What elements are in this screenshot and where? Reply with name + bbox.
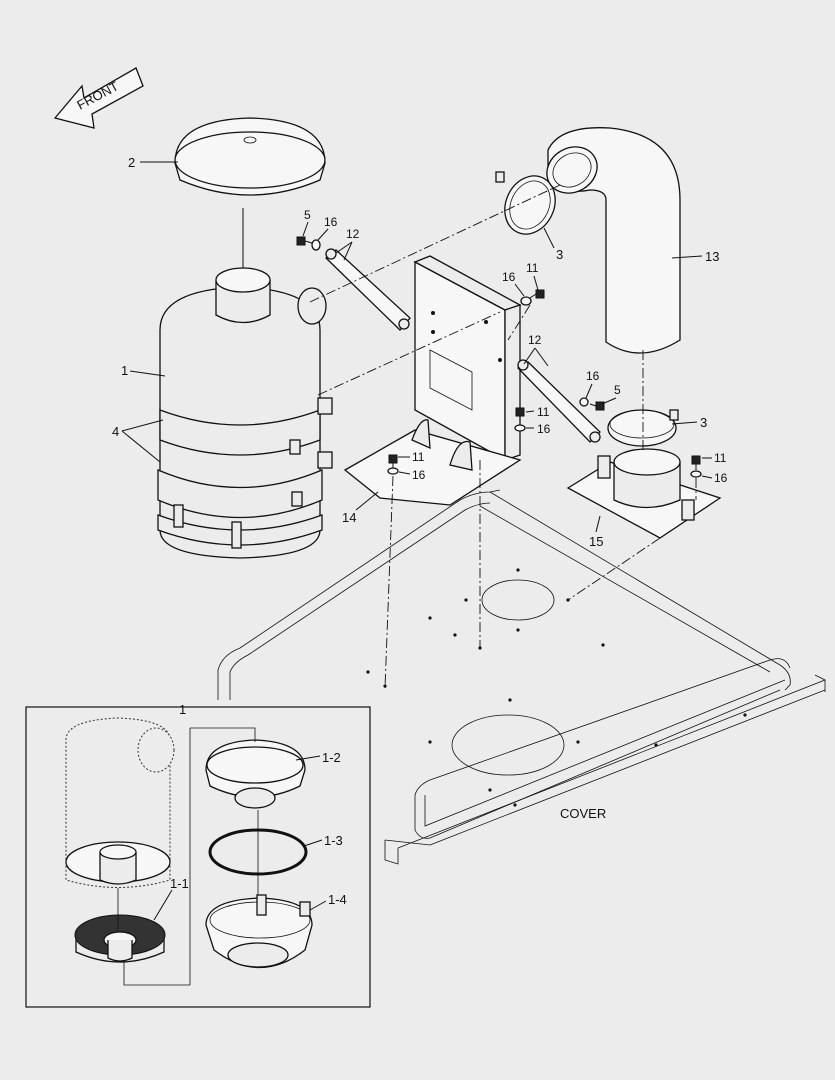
dust-bowl	[205, 894, 313, 969]
adapter-plate	[566, 448, 722, 539]
inset-callout-1: 1	[179, 702, 186, 717]
filter-cover	[205, 739, 306, 809]
callout-16-a: 16	[324, 215, 338, 229]
elbow-intake-pipe	[546, 127, 681, 354]
main-callouts: 2 1 4 3 3 13 14 15 5 16 12 16 11 12 16 5	[112, 155, 728, 549]
callout-5-lower: 5	[614, 383, 621, 397]
cover-panel: COVER	[217, 489, 826, 865]
air-cleaner-assembly	[157, 267, 333, 559]
callout-4: 4	[112, 424, 119, 439]
air-cleaner-cap	[174, 117, 326, 268]
callout-1-3: 1-3	[324, 833, 343, 848]
callout-11-a: 11	[526, 261, 539, 275]
callout-12-upper: 12	[346, 227, 360, 241]
callout-13: 13	[705, 249, 719, 264]
hose-clamp-upper	[495, 171, 556, 235]
stay-rod-upper	[325, 248, 411, 331]
callout-16-d: 16	[537, 422, 551, 436]
callout-16-b: 16	[502, 270, 516, 284]
callout-1-2: 1-2	[322, 750, 341, 765]
callout-16-c: 16	[586, 369, 600, 383]
detail-inset: 1	[25, 702, 371, 1008]
stay-rod-lower	[516, 359, 601, 443]
callout-14: 14	[342, 510, 356, 525]
callout-15: 15	[589, 534, 603, 549]
callout-3-upper: 3	[556, 247, 563, 262]
callout-16-e: 16	[412, 468, 426, 482]
callout-12-lower: 12	[528, 333, 542, 347]
callout-1-4: 1-4	[328, 892, 347, 907]
mounting-bracket	[343, 255, 522, 506]
hose-clamp-lower	[607, 409, 679, 447]
front-arrow-icon: FRONT	[53, 67, 144, 129]
cover-label: COVER	[560, 806, 606, 821]
callout-3-lower: 3	[700, 415, 707, 430]
callout-5-upper: 5	[304, 208, 311, 222]
callout-2: 2	[128, 155, 135, 170]
callout-1: 1	[121, 363, 128, 378]
assembly-center-lines	[309, 184, 697, 689]
callout-1-1: 1-1	[170, 876, 189, 891]
callout-16-f: 16	[714, 471, 728, 485]
callout-11-d: 11	[714, 451, 727, 465]
callout-11-c: 11	[412, 450, 425, 464]
bolts-and-washers	[296, 236, 702, 478]
filter-element	[74, 914, 166, 963]
callout-11-b: 11	[537, 405, 550, 419]
